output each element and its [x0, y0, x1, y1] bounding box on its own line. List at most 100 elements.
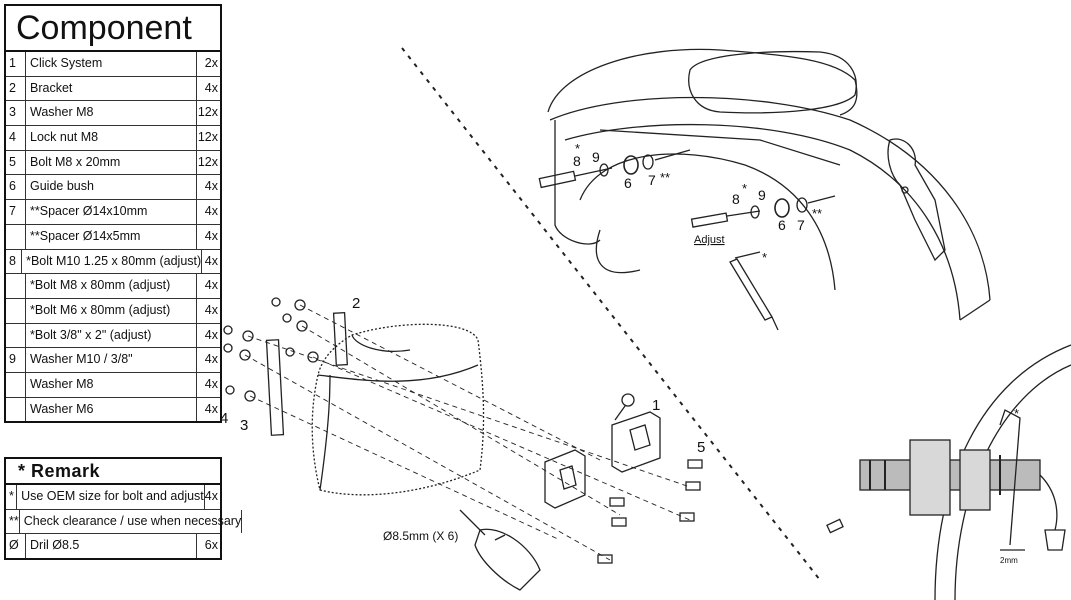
component-qty: 4x	[204, 278, 218, 293]
remark-qty: 4x	[204, 489, 218, 503]
fender-label-7b: 7	[797, 217, 805, 233]
component-name: *Bolt 3/8" x 2" (adjust)	[26, 323, 197, 348]
bracket-left	[265, 339, 285, 436]
component-qty: 4x	[204, 204, 218, 219]
remark-table: * Remark *Use OEM size for bolt and adju…	[4, 457, 243, 560]
component-name: *Bolt M8 x 80mm (adjust)	[26, 274, 197, 298]
component-row: **Spacer Ø14x5mm 4x	[6, 224, 220, 250]
component-number: 3	[6, 101, 26, 126]
screw-parts	[597, 459, 703, 564]
component-qty: 12x	[197, 154, 218, 169]
component-name: *Bolt M10 1.25 x 80mm (adjust)	[22, 249, 203, 274]
remark-symbol: **	[6, 509, 20, 533]
component-row: *Bolt M6 x 80mm (adjust) 4x	[6, 298, 220, 324]
component-number: 5	[6, 150, 26, 175]
component-number	[6, 397, 26, 422]
component-number	[6, 224, 26, 249]
upper-bolt-assembly	[538, 149, 691, 189]
component-qty: 4x	[204, 327, 218, 342]
remark-qty: 6x	[204, 538, 218, 552]
component-row: 7**Spacer Ø14x10mm 4x	[6, 200, 220, 225]
remark-symbol: Ø	[6, 534, 26, 558]
component-qty: 12x	[197, 105, 218, 120]
fender-star-1: *	[575, 141, 580, 156]
component-qty: 2x	[204, 56, 218, 70]
washer-nut-group	[223, 297, 319, 402]
component-name: Washer M10 / 3/8"	[26, 348, 197, 372]
component-name: **Spacer Ø14x5mm	[26, 224, 197, 249]
component-number	[6, 274, 26, 298]
component-qty: 4x	[204, 401, 218, 416]
component-number	[6, 372, 26, 397]
click-system-parts	[544, 393, 661, 509]
component-qty: 4x	[204, 179, 218, 194]
fender-label-6a: 6	[624, 175, 632, 191]
detail-illustration	[826, 344, 1071, 600]
drill-note: Ø8.5mm (X 6)	[383, 529, 458, 543]
component-qty: 4x	[204, 352, 218, 367]
component-name: **Spacer Ø14x10mm	[26, 200, 197, 224]
component-number: 9	[6, 348, 26, 372]
component-table-title: Component	[6, 6, 220, 52]
remark-symbol: *	[6, 485, 18, 509]
component-qty: 4x	[204, 80, 218, 95]
component-row: *Bolt M8 x 80mm (adjust) 4x	[6, 274, 220, 299]
label-1: 1	[652, 397, 660, 414]
label-5: 5	[697, 439, 705, 456]
component-number: 4	[6, 126, 26, 150]
bolt-guide-lines	[244, 304, 691, 561]
component-qty: 4x	[204, 228, 218, 243]
fender-label-8b: 8	[732, 191, 740, 207]
lower-bolt-assembly	[690, 195, 836, 228]
component-name: Washer M8	[26, 372, 197, 397]
saddlebag-illustration	[311, 323, 485, 496]
remark-table-title: * Remark	[6, 459, 220, 485]
component-name: Guide bush	[26, 175, 197, 200]
component-qty: 12x	[197, 130, 218, 145]
component-name: Washer M8	[26, 101, 197, 126]
drill-icon	[459, 509, 541, 591]
divider-line	[401, 47, 821, 581]
remark-text: Dril Ø8.5	[26, 534, 197, 558]
saw-star: *	[762, 250, 767, 265]
label-4: 4	[220, 410, 228, 427]
detail-star: *	[1014, 406, 1019, 421]
remark-row: **Check clearance / use when necessary	[6, 509, 243, 534]
component-name: Bolt M8 x 20mm	[26, 150, 197, 175]
component-row: *Bolt 3/8" x 2" (adjust) 4x	[6, 323, 220, 349]
label-2: 2	[352, 295, 360, 312]
component-number: 7	[6, 200, 26, 224]
component-name: Washer M6	[26, 397, 197, 422]
fender-label-7a: 7	[648, 172, 656, 188]
component-number: 8	[6, 249, 23, 274]
component-qty: 4x	[204, 302, 218, 317]
component-name: Click System	[26, 52, 197, 76]
detail-gap-label: 2mm	[1000, 556, 1018, 565]
component-name: *Bolt M6 x 80mm (adjust)	[26, 298, 197, 323]
hacksaw-icon	[729, 251, 779, 331]
component-name: Bracket	[26, 76, 197, 101]
component-number	[6, 323, 26, 348]
fender-label-6b: 6	[778, 217, 786, 233]
fender-label-9a: 9	[592, 149, 600, 165]
component-row: Washer M6 4x	[6, 397, 220, 422]
bracket-right	[332, 312, 348, 366]
fender-adjust-label: Adjust	[694, 234, 725, 246]
fender-star-2: *	[742, 181, 747, 196]
fender-label-9b: 9	[758, 187, 766, 203]
fender-double-star-2: **	[812, 206, 822, 221]
